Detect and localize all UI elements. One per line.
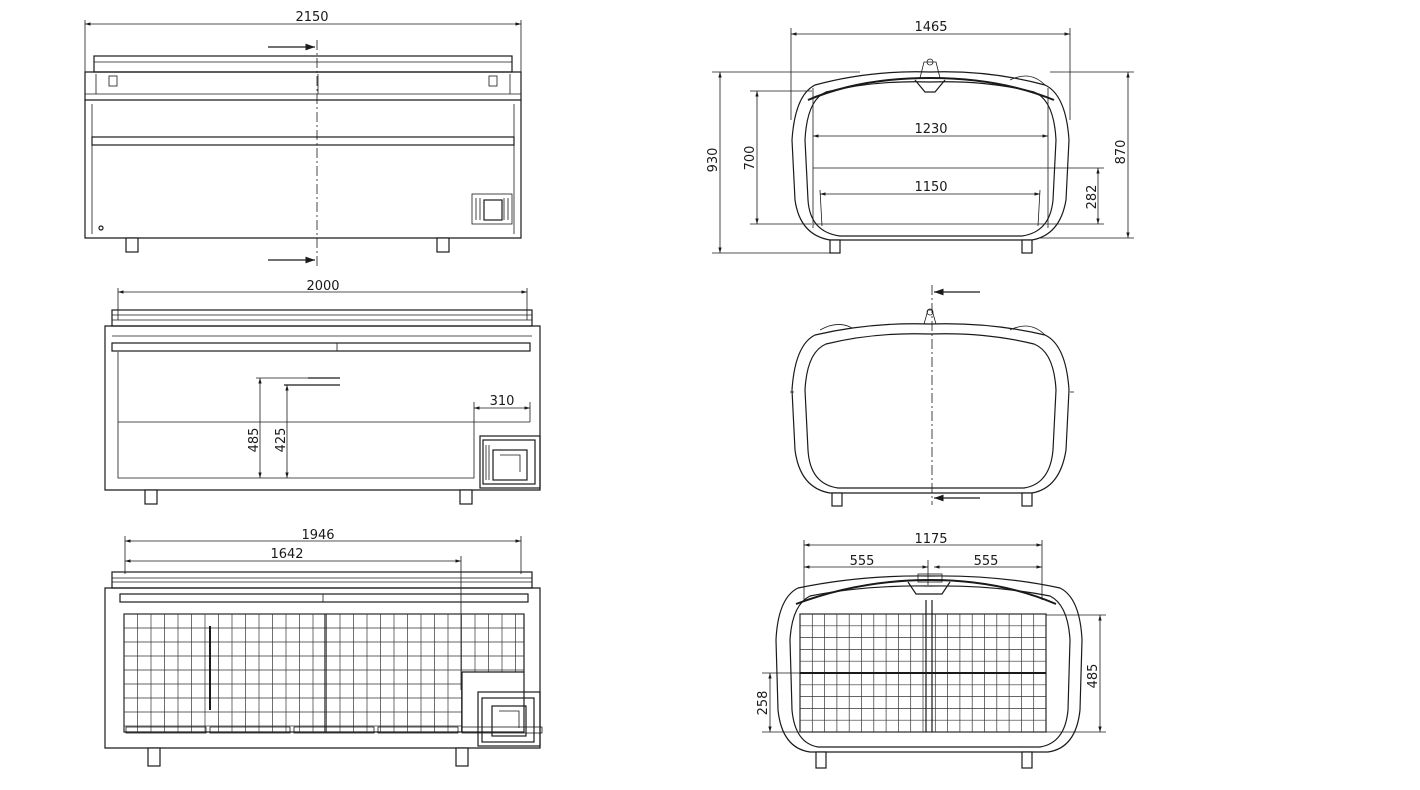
side-basket-grid [799, 600, 1047, 733]
dim-height-total: 930 [706, 148, 721, 173]
dim-basket-length-inner: 1642 [270, 547, 303, 562]
dim-interior-length: 2000 [306, 279, 339, 294]
dim-basket-height-485: 485 [1086, 664, 1101, 689]
dim-basket-length: 1946 [301, 528, 334, 543]
section-view: 2000 310 485 425 [104, 279, 541, 505]
dim-front-width: 2150 [295, 10, 328, 25]
dim-height-485-a: 485 [247, 428, 262, 453]
side-section-view [790, 285, 1074, 507]
dim-side-inner-bottom: 1150 [914, 180, 947, 195]
basket-view: 1946 1642 [104, 528, 543, 767]
dim-basket-width-left: 555 [850, 554, 875, 569]
dim-height-870: 870 [1114, 140, 1129, 165]
side-basket-view: 1175 555 555 485 258 [756, 532, 1106, 769]
dim-height-425: 425 [274, 428, 289, 453]
dim-side-width: 1465 [914, 20, 947, 35]
dim-compressor-step: 310 [490, 394, 515, 409]
dim-side-inner-top: 1230 [914, 122, 947, 137]
front-view: 2150 [84, 10, 522, 268]
basket-grid [123, 613, 543, 734]
side-view: 1465 1230 1150 930 700 870 [706, 20, 1134, 254]
dim-side-width-2: 1175 [914, 532, 947, 547]
dim-basket-width-right: 555 [974, 554, 999, 569]
dim-depth-282: 282 [1085, 185, 1100, 210]
dim-basket-height-258: 258 [756, 691, 771, 716]
dim-height-700: 700 [743, 146, 758, 171]
